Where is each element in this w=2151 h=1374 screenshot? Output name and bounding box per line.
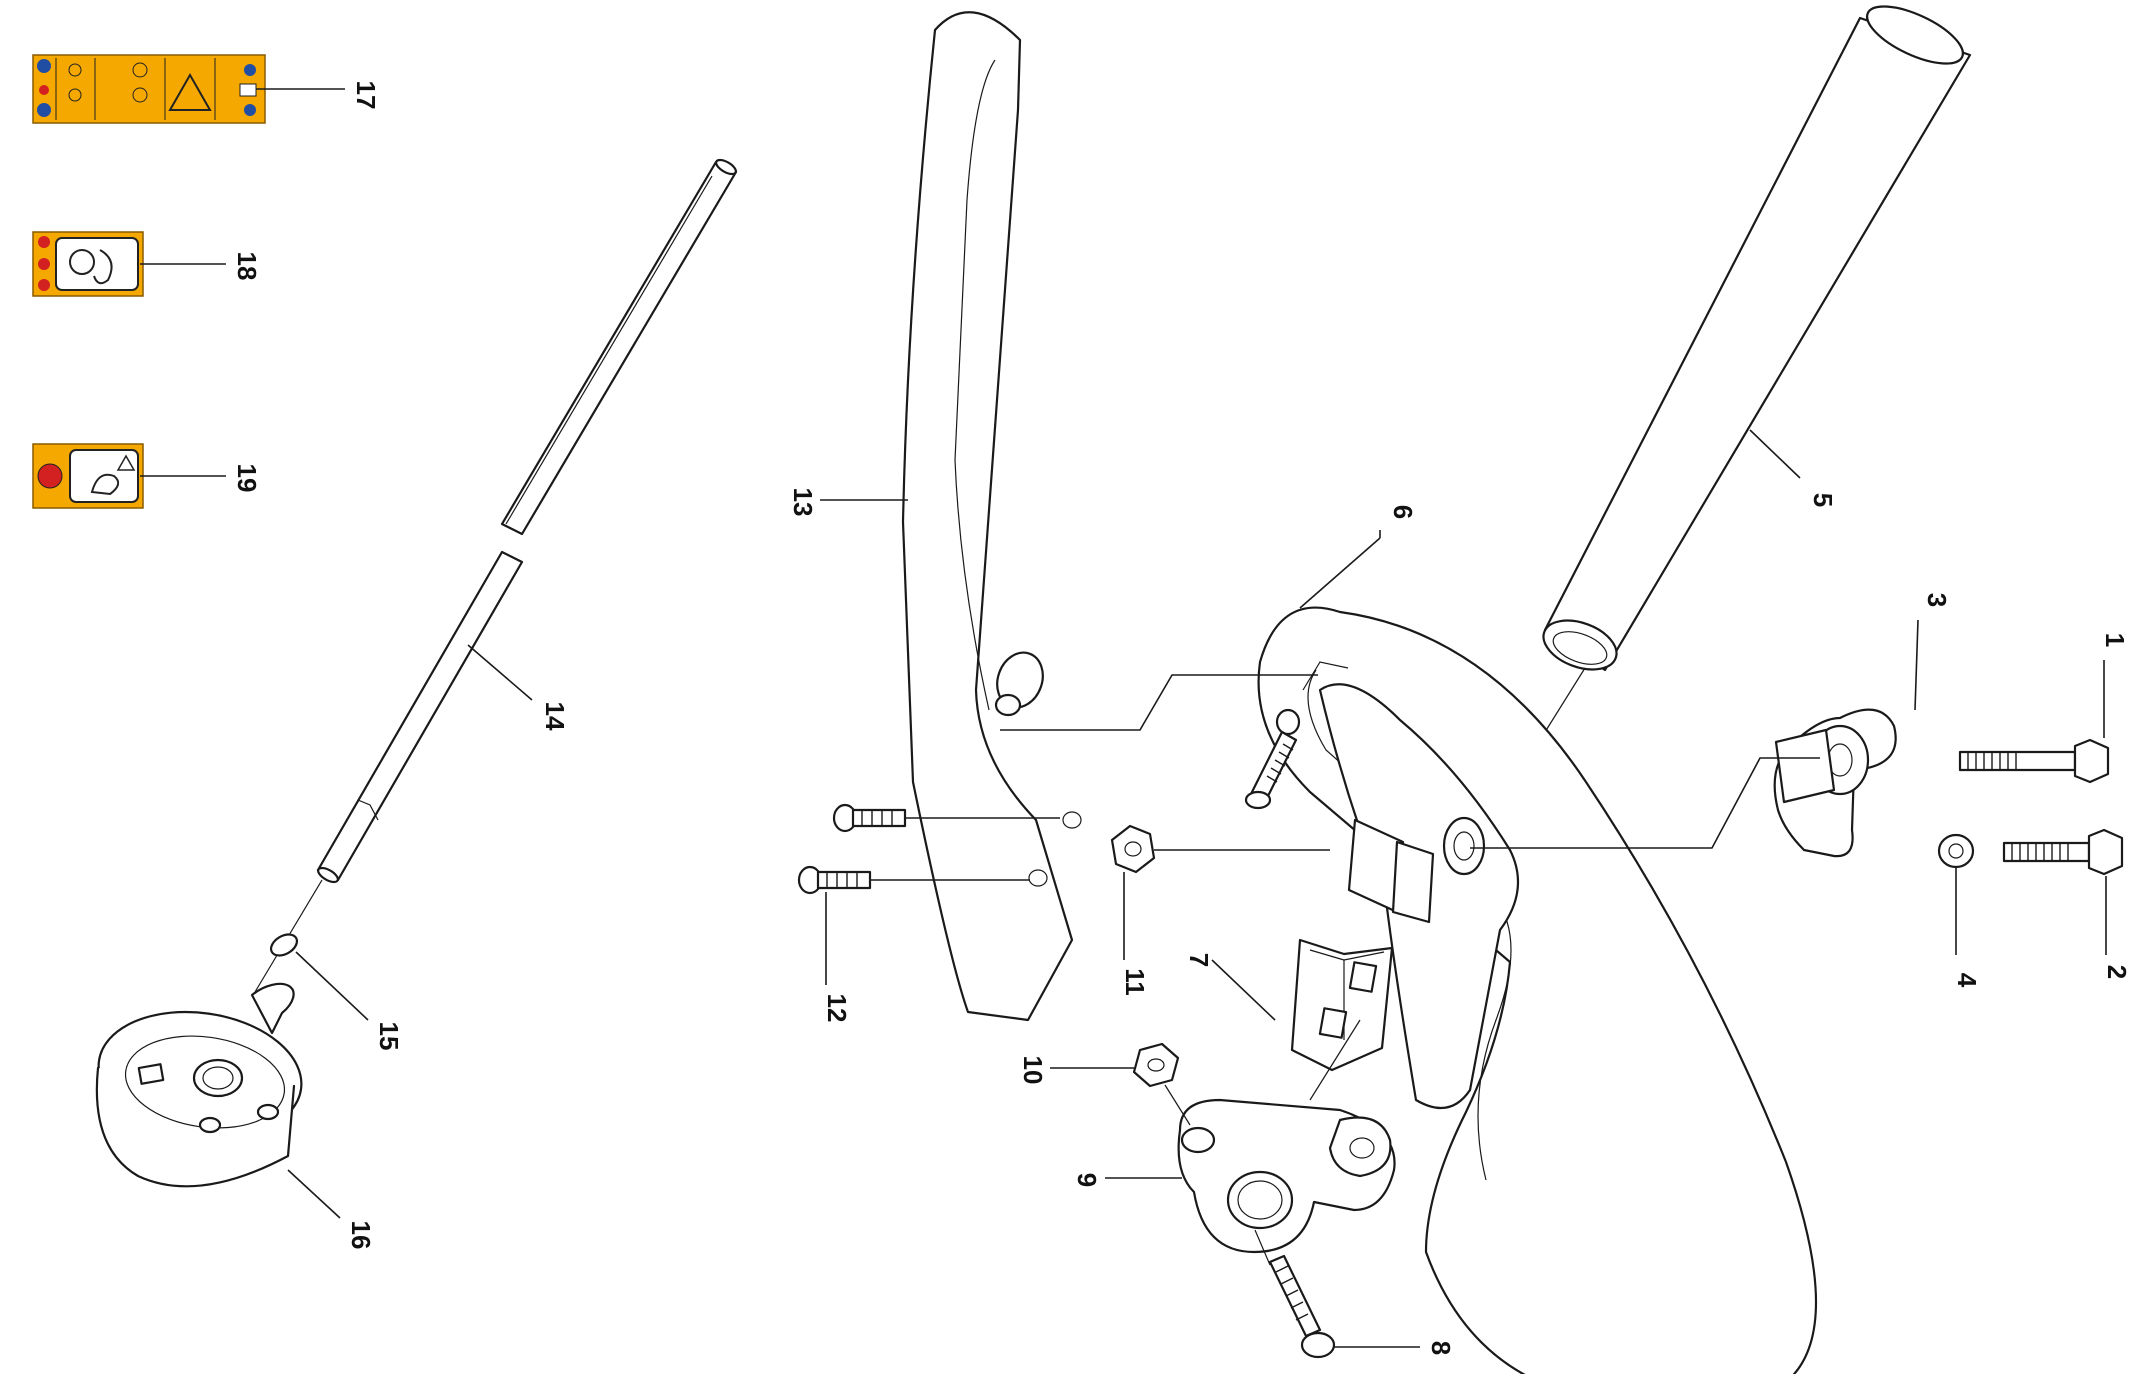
assembly-line-nut bbox=[1164, 1084, 1191, 1126]
screw-loop-top bbox=[1244, 708, 1301, 810]
nut-10 bbox=[1132, 1042, 1180, 1088]
decal-17 bbox=[32, 54, 266, 124]
handle-bar-13 bbox=[901, 11, 1082, 1022]
callout-9: 9 bbox=[1072, 1173, 1102, 1187]
knob-3 bbox=[1773, 708, 1897, 858]
callout-10: 10 bbox=[1018, 1056, 1048, 1085]
callout-14: 14 bbox=[540, 702, 570, 731]
assembly-line-handle bbox=[1000, 674, 1318, 731]
callout-15: 15 bbox=[374, 1022, 404, 1051]
callout-7: 7 bbox=[1184, 953, 1214, 967]
callout-5: 5 bbox=[1808, 493, 1838, 507]
callout-13: 13 bbox=[788, 488, 818, 517]
clamp-block bbox=[1177, 1098, 1396, 1254]
leader-16 bbox=[287, 1169, 341, 1219]
callout-8: 8 bbox=[1426, 1341, 1456, 1355]
bolt-1 bbox=[1958, 738, 2110, 784]
leader-7 bbox=[1211, 959, 1276, 1021]
leader-14 bbox=[467, 644, 533, 701]
tube-axis-line bbox=[1539, 667, 1586, 741]
callout-4: 4 bbox=[1952, 973, 1982, 988]
leader-15 bbox=[295, 951, 369, 1021]
drive-shaft-lower bbox=[316, 550, 524, 884]
callout-18: 18 bbox=[232, 252, 262, 281]
callout-2: 2 bbox=[2102, 965, 2132, 979]
clamp bbox=[1290, 938, 1394, 1072]
bolt-2 bbox=[2002, 828, 2124, 876]
decal-18 bbox=[32, 231, 144, 297]
washer-4 bbox=[1937, 833, 1975, 869]
screw-12-upper bbox=[832, 803, 907, 833]
clutch-drum bbox=[95, 982, 303, 1188]
callout-12: 12 bbox=[822, 994, 852, 1023]
nut-11 bbox=[1110, 824, 1156, 874]
leader-3 bbox=[1914, 619, 1919, 711]
callout-19: 19 bbox=[232, 464, 262, 493]
circlip bbox=[269, 933, 299, 957]
callout-6: 6 bbox=[1388, 505, 1418, 519]
loop-handle bbox=[1257, 606, 1818, 1374]
decal-19 bbox=[32, 443, 144, 509]
callout-11: 11 bbox=[1120, 968, 1150, 996]
callout-3: 3 bbox=[1922, 593, 1952, 607]
leader-5 bbox=[1749, 429, 1801, 479]
callout-16: 16 bbox=[346, 1221, 376, 1250]
screw-8 bbox=[1254, 1229, 1336, 1359]
assembly-line-clamp bbox=[1309, 1019, 1361, 1101]
drive-shaft-upper bbox=[500, 158, 738, 536]
screw-12-lower bbox=[797, 865, 872, 895]
tube-5 bbox=[1542, 5, 1972, 672]
callout-17: 17 bbox=[351, 81, 381, 110]
leader-6 bbox=[1299, 537, 1381, 609]
assembly-line-knob bbox=[1470, 757, 1820, 849]
callout-1: 1 bbox=[2100, 633, 2130, 647]
